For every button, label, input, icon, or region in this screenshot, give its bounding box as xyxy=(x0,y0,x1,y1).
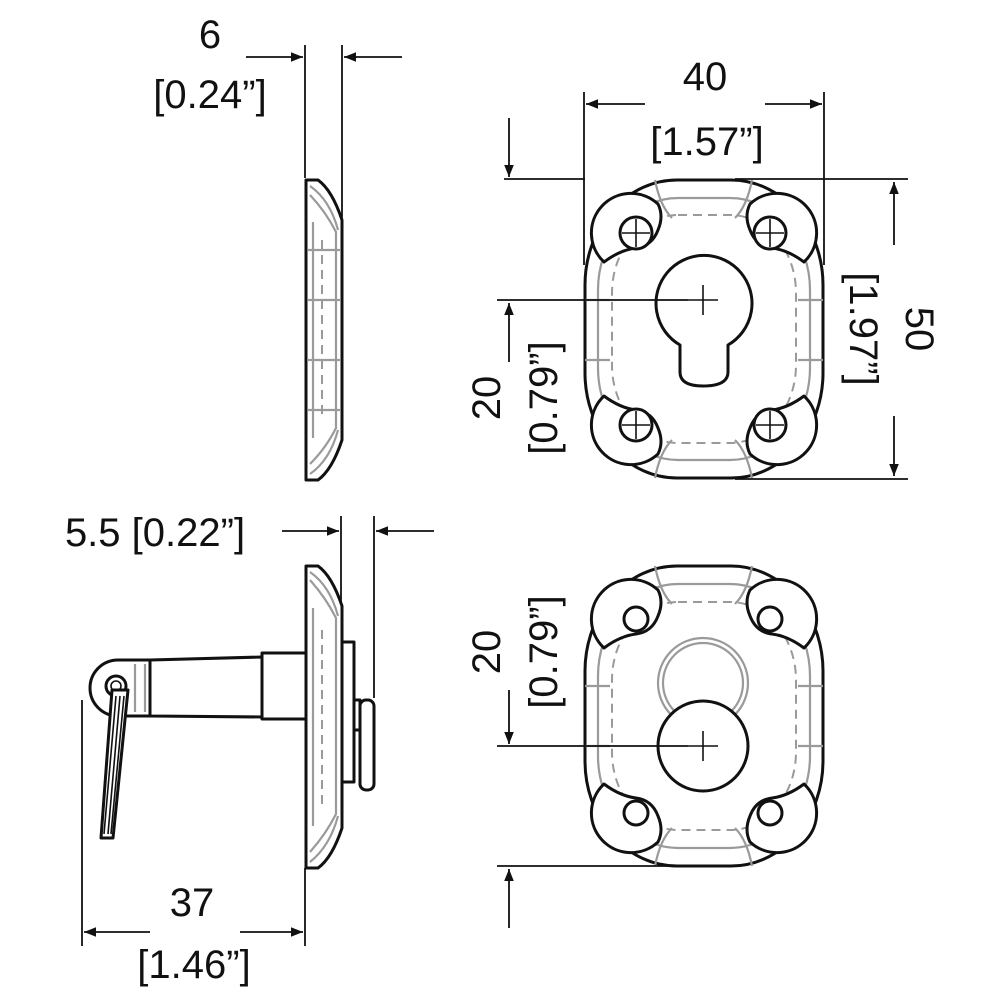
front-offset-inch: [0.79”] xyxy=(522,341,566,454)
keyhole-slot xyxy=(654,253,754,388)
front-view-plate xyxy=(583,178,825,480)
height-mm: 50 xyxy=(897,307,941,352)
rear-hole-top-right xyxy=(745,577,819,650)
mounting-hole-bottom-left xyxy=(589,394,663,467)
pin-knob xyxy=(358,698,376,792)
side-view-plate xyxy=(304,178,344,482)
pin-protrusion-dimension: 5.5 [0.22”] xyxy=(65,511,434,698)
pin-side-view xyxy=(88,564,376,870)
pin-length-dimension: 37 [1.46”] xyxy=(81,700,306,987)
pin-length-mm: 37 xyxy=(170,881,215,925)
rear-hole-bottom-right xyxy=(745,782,819,855)
rear-view-plate xyxy=(583,564,825,868)
pin-flange xyxy=(340,640,356,784)
height-dimension: 50 [1.97”] xyxy=(735,178,941,480)
pin-length-inch: [1.46”] xyxy=(137,943,250,987)
rear-hole-bottom-left xyxy=(589,782,663,855)
width-dimension: 40 [1.57”] xyxy=(583,55,825,265)
rear-offset-mm: 20 xyxy=(465,630,509,675)
rear-offset-dimension: 20 [0.79”] xyxy=(465,595,688,928)
front-offset-dimension: 20 [0.79”] xyxy=(465,118,688,455)
height-inch: [1.97”] xyxy=(841,272,885,385)
mounting-hole-top-left xyxy=(589,191,663,264)
width-mm: 40 xyxy=(683,55,728,99)
pin-sleeve xyxy=(260,651,308,721)
rear-hole-top-left xyxy=(589,577,663,650)
side-thickness-inch: [0.24”] xyxy=(153,73,266,117)
mounting-hole-bottom-right xyxy=(745,394,819,467)
front-offset-mm: 20 xyxy=(465,376,509,421)
mounting-hole-top-right xyxy=(745,191,819,264)
rear-offset-inch: [0.79”] xyxy=(522,595,566,708)
width-inch: [1.57”] xyxy=(650,120,763,164)
pin-protrusion-label: 5.5 [0.22”] xyxy=(65,511,245,555)
side-thickness-mm: 6 xyxy=(199,13,221,57)
pin-shaft xyxy=(148,655,264,719)
side-thickness-dimension: 6 [0.24”] xyxy=(153,13,402,218)
